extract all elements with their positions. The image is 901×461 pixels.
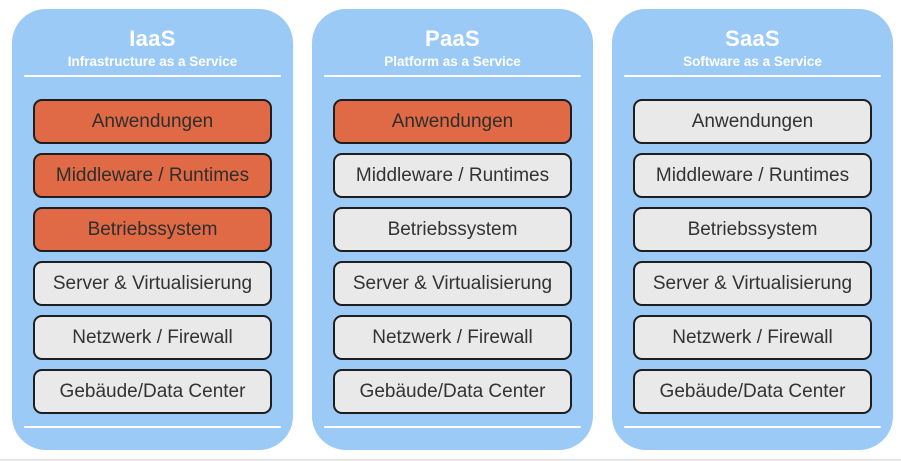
footer-divider <box>324 426 581 428</box>
page-bottom-edge-line <box>0 459 901 461</box>
layer-box-middleware: Middleware / Runtimes <box>333 153 572 198</box>
layer-box-gebaeude: Gebäude/Data Center <box>333 369 572 414</box>
column-title: PaaS <box>424 26 481 51</box>
column-subtitle: Platform as a Service <box>384 54 521 69</box>
column-iaas: IaaS Infrastructure as a Service Anwendu… <box>12 9 293 450</box>
column-title: IaaS <box>129 26 176 51</box>
column-saas: SaaS Software as a Service Anwendungen M… <box>612 9 893 450</box>
layer-box-gebaeude: Gebäude/Data Center <box>633 369 872 414</box>
header-divider <box>624 75 881 77</box>
header-divider <box>324 75 581 77</box>
layer-stack: Anwendungen Middleware / Runtimes Betrie… <box>12 99 293 414</box>
layer-box-server: Server & Virtualisierung <box>333 261 572 306</box>
column-subtitle: Software as a Service <box>683 54 822 69</box>
layer-box-anwendungen: Anwendungen <box>633 99 872 144</box>
layer-box-anwendungen: Anwendungen <box>33 99 272 144</box>
column-subtitle: Infrastructure as a Service <box>67 54 238 69</box>
column-paas: PaaS Platform as a Service Anwendungen M… <box>312 9 593 450</box>
layer-stack: Anwendungen Middleware / Runtimes Betrie… <box>612 99 893 414</box>
layer-box-middleware: Middleware / Runtimes <box>633 153 872 198</box>
layer-box-netzwerk: Netzwerk / Firewall <box>633 315 872 360</box>
footer-divider <box>24 426 281 428</box>
layer-box-middleware: Middleware / Runtimes <box>33 153 272 198</box>
layer-box-gebaeude: Gebäude/Data Center <box>33 369 272 414</box>
header-divider <box>24 75 281 77</box>
layer-box-server: Server & Virtualisierung <box>33 261 272 306</box>
layer-box-anwendungen: Anwendungen <box>333 99 572 144</box>
layer-box-netzwerk: Netzwerk / Firewall <box>33 315 272 360</box>
layer-box-server: Server & Virtualisierung <box>633 261 872 306</box>
footer-divider <box>624 426 881 428</box>
column-title: SaaS <box>724 26 781 51</box>
layer-box-netzwerk: Netzwerk / Firewall <box>333 315 572 360</box>
layer-box-betriebssystem: Betriebssystem <box>33 207 272 252</box>
layer-box-betriebssystem: Betriebssystem <box>333 207 572 252</box>
layer-stack: Anwendungen Middleware / Runtimes Betrie… <box>312 99 593 414</box>
layer-box-betriebssystem: Betriebssystem <box>633 207 872 252</box>
